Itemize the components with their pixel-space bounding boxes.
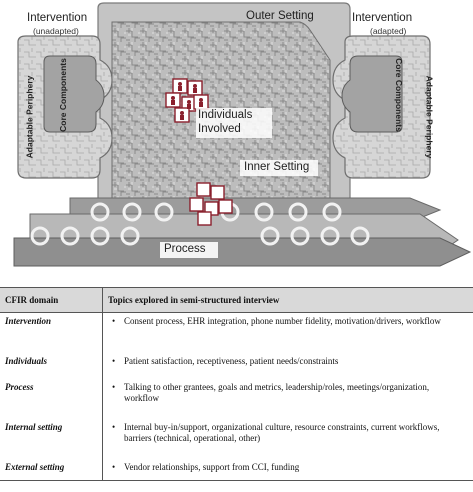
- inner-setting-label-box: [240, 160, 318, 176]
- adaptable-periphery-right-label: Adaptable Periphery: [424, 75, 435, 159]
- topics-text: Talking to other grantees, goals and met…: [124, 381, 430, 403]
- intervention-adapted-title: Intervention: [352, 12, 413, 24]
- core-left-shape: [43, 55, 105, 133]
- topics-text: Patient satisfaction, receptiveness, pat…: [124, 355, 339, 366]
- topics-text: Vendor relationships, support from CCI, …: [124, 461, 300, 472]
- intervention-adapted-subtitle: (adapted): [370, 26, 407, 36]
- table-row: Individuals • Patient satisfaction, recep…: [0, 352, 473, 379]
- table-row: External setting • Vendor relationships, …: [0, 458, 473, 481]
- topics-text: Consent process, EHR integration, phone …: [124, 316, 441, 326]
- table-header-row: CFIR domain Topics explored in semi-stru…: [0, 287, 473, 313]
- process-label-box: [160, 242, 218, 258]
- cfir-diagram: Intervention (unadapted) Outer Setting I…: [13, 2, 472, 267]
- domain-cell: Individuals: [0, 352, 103, 379]
- cfir-topics-table: CFIR domain Topics explored in semi-stru…: [0, 287, 473, 481]
- individuals-label-line2: Involved: [198, 123, 241, 135]
- outer-setting-label: Outer Setting: [246, 10, 314, 22]
- table-row: Internal setting • Internal buy-in/suppor…: [0, 418, 473, 459]
- bullet: •: [112, 316, 116, 326]
- inner-setting-label: Inner Setting: [244, 161, 310, 173]
- bullet: •: [112, 461, 116, 472]
- topics-cell: • Talking to other grantees, goals and me…: [103, 379, 473, 419]
- core-components-right-label: Core Components: [393, 58, 404, 132]
- topics-cell: • Vendor relationships, support from CCI,…: [102, 458, 473, 481]
- table-row: Process • Talking to other grantees, goal…: [0, 378, 473, 419]
- individuals-label-line1: Individuals: [198, 109, 253, 121]
- table-row: Intervention • Consent process, EHR integ…: [0, 312, 473, 353]
- bullet: •: [112, 421, 116, 432]
- domain-cell: External setting: [0, 458, 103, 481]
- header-cfir-domain: CFIR domain: [0, 287, 103, 313]
- intervention-unadapted-title: Intervention: [27, 12, 88, 24]
- topics-cell: • Internal buy-in/support, organizational…: [103, 419, 473, 459]
- cfir-diagram-graphic: [13, 2, 472, 267]
- intervention-unadapted-subtitle: (unadapted): [33, 26, 79, 36]
- individuals-label-box: [196, 108, 272, 138]
- bullet: •: [112, 381, 116, 392]
- bullet: •: [112, 355, 116, 366]
- header-topics: Topics explored in semi-structured inter…: [102, 287, 473, 313]
- domain-cell: Process: [0, 378, 103, 419]
- adaptable-periphery-left-label: Adaptable Periphery: [24, 75, 35, 159]
- process-label: Process: [164, 243, 206, 255]
- domain-cell: Internal setting: [0, 418, 103, 459]
- topics-cell: • Patient satisfaction, receptiveness, pa…: [103, 353, 473, 379]
- topics-cell: • Consent process, EHR integration, phone…: [103, 313, 473, 353]
- process-arrow-band: [13, 197, 472, 267]
- core-components-left-label: Core Components: [57, 58, 68, 132]
- core-right-shape: [341, 55, 403, 133]
- domain-cell: Intervention: [0, 312, 103, 353]
- process-individuals-icons: [189, 182, 233, 226]
- topics-text: Internal buy-in/support, organizational …: [124, 421, 440, 443]
